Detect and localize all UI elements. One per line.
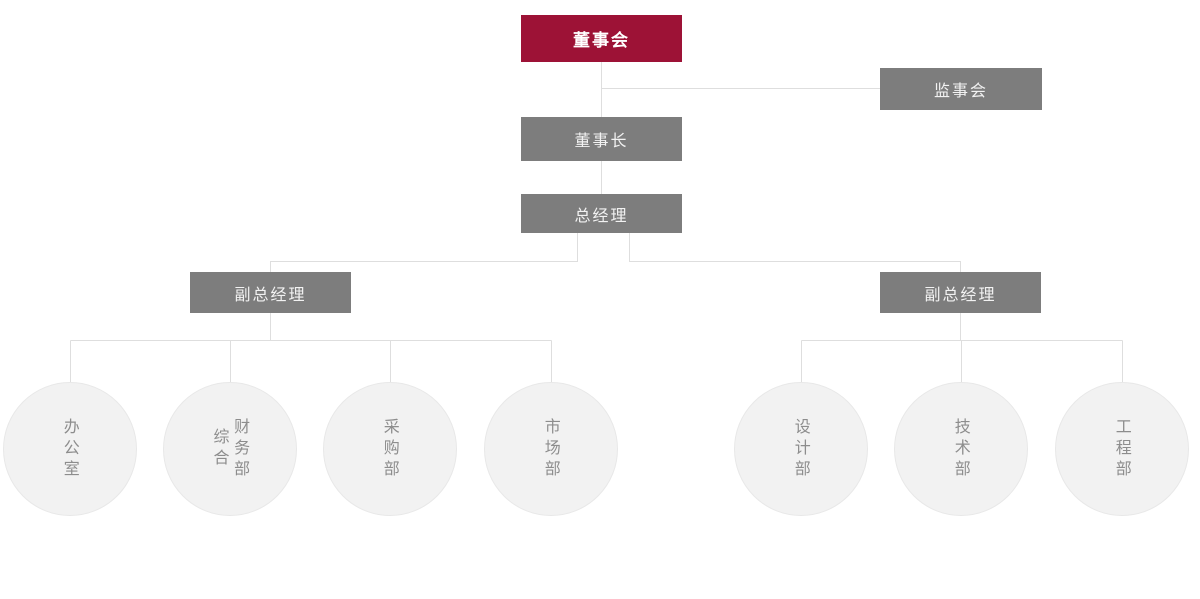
node-deputy-gm-left-label: 副总经理 <box>234 284 307 304</box>
dept-circle-finance-line-1: 综合 <box>210 428 230 470</box>
dept-circle-procurement: 采购部 <box>323 382 457 516</box>
dept-circle-engineering: 工程部 <box>1055 382 1189 516</box>
dept-circle-marketing: 市场部 <box>484 382 618 516</box>
dept-circle-engineering-label: 工程部 <box>1112 417 1132 481</box>
node-general-manager-label: 总经理 <box>574 205 629 225</box>
node-chairman-label: 董事长 <box>574 131 629 150</box>
node-deputy-gm-right: 副总经理 <box>880 272 1041 313</box>
dept-circle-marketing-label: 市场部 <box>541 417 561 481</box>
node-chairman: 董事长 <box>521 117 682 161</box>
dept-circle-design-label: 设计部 <box>791 417 811 481</box>
dept-circle-procurement-label: 采购部 <box>380 417 400 481</box>
dept-circle-office: 办公室 <box>3 382 137 516</box>
dept-circle-office-label: 办公室 <box>60 417 80 481</box>
dept-circle-technology: 技术部 <box>894 382 1028 516</box>
dept-circle-finance-label: 综合 财务部 <box>210 417 251 481</box>
node-general-manager: 总经理 <box>521 194 682 233</box>
node-supervisory-label: 监事会 <box>933 81 988 100</box>
dept-circle-technology-label: 技术部 <box>951 417 971 481</box>
dept-circle-finance: 综合 财务部 <box>163 382 297 516</box>
node-supervisory: 监事会 <box>880 68 1042 110</box>
node-deputy-gm-left: 副总经理 <box>190 272 351 313</box>
node-board-label: 董事会 <box>573 31 630 51</box>
node-deputy-gm-right-label: 副总经理 <box>924 284 997 304</box>
dept-circle-design: 设计部 <box>734 382 868 516</box>
node-board: 董事会 <box>521 15 682 62</box>
dept-circle-finance-line-2: 财务部 <box>231 417 251 481</box>
